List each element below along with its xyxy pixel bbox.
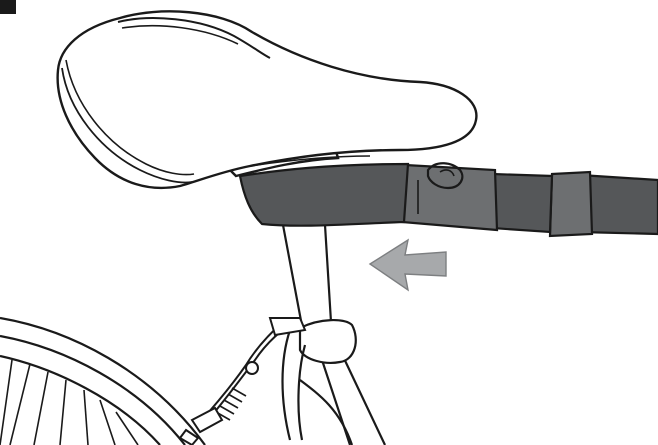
rack-tube-middle	[490, 172, 554, 234]
wheel-tire-inner	[0, 334, 186, 445]
rack-mount	[238, 162, 658, 238]
saddle-groove	[117, 17, 271, 59]
wheel-tire-outer	[0, 316, 206, 445]
rear-wheel	[0, 316, 206, 445]
corner-mark	[0, 0, 16, 14]
wheel-spokes	[0, 359, 139, 445]
wheel-rim	[0, 354, 161, 445]
seat-stays	[299, 349, 386, 445]
saddle-shell	[56, 10, 478, 190]
brake-cable	[178, 317, 307, 445]
rack-collar	[400, 163, 499, 232]
rack-collar-latch	[426, 162, 464, 190]
arrow-left-icon	[368, 238, 447, 292]
rack-sleeve-band	[548, 170, 594, 238]
saddle-seam	[61, 67, 193, 184]
rack-clamp-body	[238, 162, 410, 227]
seatpost-clamp	[281, 319, 357, 441]
direction-arrow	[368, 238, 447, 292]
saddle	[56, 10, 478, 190]
cable-spring	[215, 387, 247, 421]
